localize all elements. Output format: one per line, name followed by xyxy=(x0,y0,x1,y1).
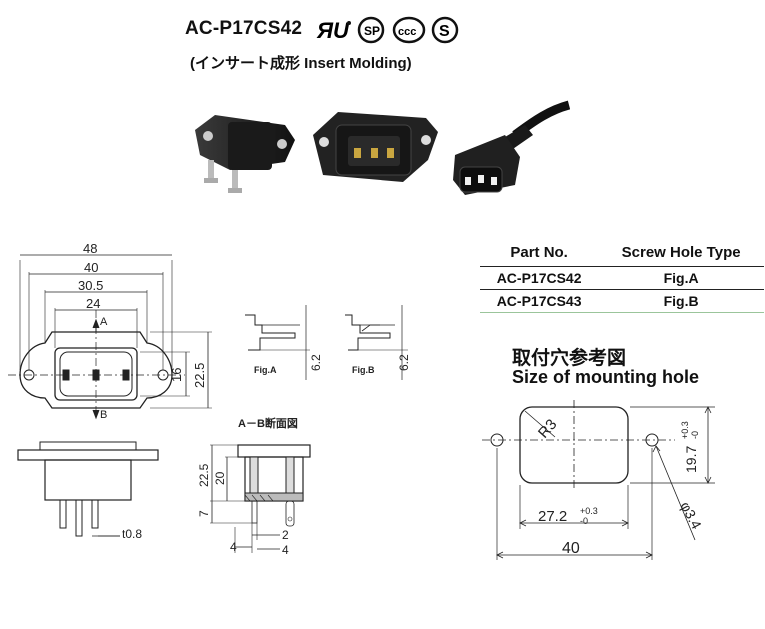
part-no-cell: AC-P17CS42 xyxy=(480,266,599,290)
dim-22-5: 22.5 xyxy=(192,363,207,388)
table-header-row: Part No. Screw Hole Type xyxy=(480,242,764,267)
width-tol-plus: +0.3 xyxy=(580,506,598,516)
dim-48: 48 xyxy=(83,241,97,256)
CSA-icon: SP xyxy=(357,16,385,44)
thickness-label: t0.8 xyxy=(122,527,142,541)
section-dim-4b: 4 xyxy=(282,543,289,557)
product-photo-cable xyxy=(453,100,570,195)
product-photo-rear xyxy=(195,115,295,193)
flange-outline xyxy=(19,331,173,409)
fig-a-dim: 6.2 xyxy=(309,354,323,371)
mounting-hole-title-jp: 取付穴参考図 xyxy=(512,348,627,369)
svg-text:SP: SP xyxy=(364,24,380,38)
col-screw-hole-type: Screw Hole Type xyxy=(621,244,741,261)
CCC-icon: ccc xyxy=(392,16,426,44)
height-tol-minus: -0 xyxy=(690,431,700,439)
screw-type-cell: Fig.A xyxy=(598,266,764,290)
svg-text:ЯU: ЯU xyxy=(316,18,350,43)
pitch-dim: 40 xyxy=(562,540,580,557)
section-view-drawing: A－B断面図 22.5 20 7 4 2 4 xyxy=(197,416,311,557)
width-dim: 27.2 xyxy=(538,508,567,525)
fig-a-label: Fig.A xyxy=(254,365,277,375)
table-row: AC-P17CS42 Fig.A xyxy=(480,266,764,290)
S-mark-icon: S xyxy=(431,16,459,44)
section-dim-2: 2 xyxy=(282,528,289,542)
section-dim-22-5: 22.5 xyxy=(197,463,211,487)
product-photo-front xyxy=(313,112,438,182)
dim-30-5: 30.5 xyxy=(78,278,103,293)
fig-b-label: Fig.B xyxy=(352,365,375,375)
model-title: AC-P17CS42 xyxy=(185,18,303,39)
section-dim-20: 20 xyxy=(213,471,227,485)
fig-details: Fig.A 6.2 Fig.B 6.2 xyxy=(245,305,411,380)
width-tol-minus: -0 xyxy=(580,516,588,526)
certification-logos: ЯU SP ccc S xyxy=(316,16,459,44)
dim-24: 24 xyxy=(86,296,100,311)
svg-text:S: S xyxy=(439,23,450,40)
section-dim-4a: 4 xyxy=(230,540,237,554)
part-no-cell: AC-P17CS43 xyxy=(480,289,599,313)
section-a-label: A xyxy=(100,316,108,328)
subtitle: (インサート成形 Insert Molding) xyxy=(190,55,412,72)
radius-label: R3 xyxy=(535,416,560,442)
height-tol-plus: +0.3 xyxy=(680,421,690,439)
section-dim-7: 7 xyxy=(197,510,211,517)
mounting-hole-drawing: R3 19.7 +0.3 -0 27.2 +0.3 -0 φ3.4 40 xyxy=(482,400,715,560)
section-b-label: B xyxy=(100,409,107,421)
dim-16: 16 xyxy=(169,368,184,382)
col-part-no: Part No. xyxy=(510,244,568,261)
height-dim: 19.7 xyxy=(683,446,699,473)
UR-icon: ЯU xyxy=(316,18,351,43)
table-row: AC-P17CS43 Fig.B xyxy=(480,289,764,313)
dim-40: 40 xyxy=(84,260,98,275)
hole-diameter: φ3.4 xyxy=(677,499,705,532)
fig-b-dim: 6.2 xyxy=(397,354,411,371)
section-title: A－B断面図 xyxy=(238,416,298,430)
screw-type-cell: Fig.B xyxy=(598,289,764,313)
mounting-hole-title-en: Size of mounting hole xyxy=(512,367,699,387)
svg-text:ccc: ccc xyxy=(398,26,416,38)
front-view-drawing: A B 48 40 30.5 24 16 22.5 xyxy=(8,241,212,421)
side-view-drawing: t0.8 xyxy=(17,441,159,541)
part-number-table: Part No. Screw Hole Type AC-P17CS42 Fig.… xyxy=(480,242,764,313)
